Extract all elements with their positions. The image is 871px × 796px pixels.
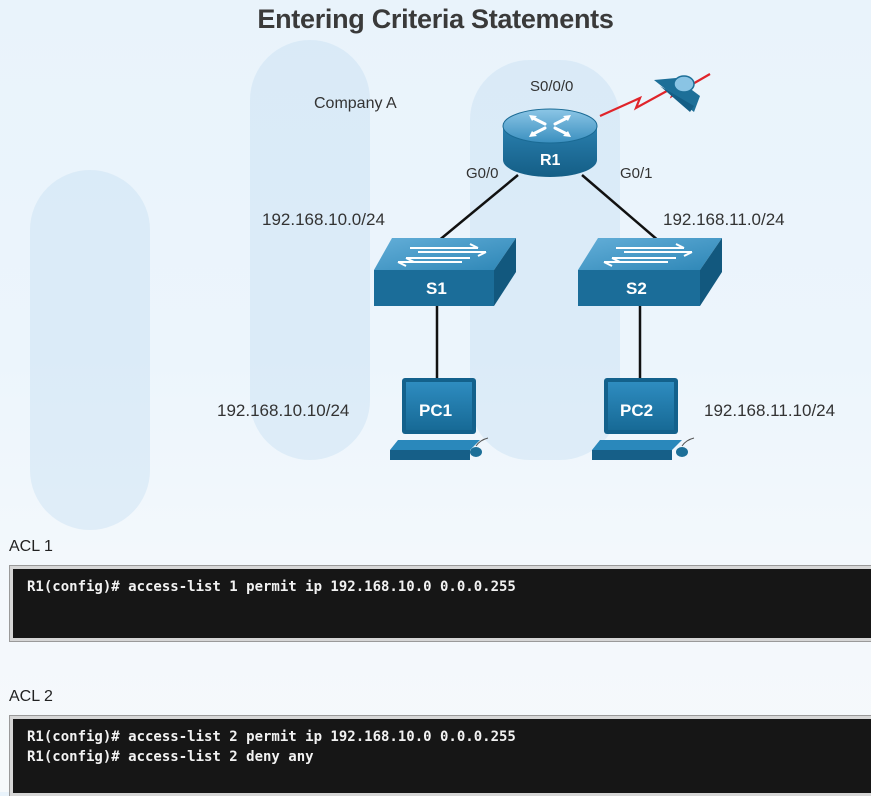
page-title: Entering Criteria Statements <box>257 4 614 34</box>
s1-network-label: 192.168.10.0/24 <box>262 210 385 229</box>
background-shape <box>250 40 370 460</box>
serial-interface-label: S0/0/0 <box>530 78 574 95</box>
switch-s1-name-label: S1 <box>426 279 447 298</box>
router-name-label: R1 <box>540 152 561 169</box>
s2-network-label: 192.168.11.0/24 <box>663 210 785 229</box>
acl1-label: ACL 1 <box>9 538 53 555</box>
company-label: Company A <box>314 95 397 112</box>
pc1-address-label: 192.168.10.10/24 <box>217 401 350 420</box>
acl1-terminal: R1(config)# access-list 1 permit ip 192.… <box>10 566 871 641</box>
background-shape <box>30 170 150 530</box>
pc1-name-label: PC1 <box>419 401 453 420</box>
link-r1-s1 <box>436 174 519 243</box>
acl2-terminal: R1(config)# access-list 2 permit ip 192.… <box>10 716 871 796</box>
pc2-name-label: PC2 <box>620 401 654 420</box>
right-interface-label: G0/1 <box>620 165 653 182</box>
wan-cloud-icon <box>654 75 700 112</box>
acl2-command-line: R1(config)# access-list 2 deny any <box>27 749 314 765</box>
pc1-icon <box>390 378 489 460</box>
acl2-command-line: R1(config)# access-list 2 permit ip 192.… <box>27 729 516 745</box>
switch-s2-icon <box>578 238 722 306</box>
acl1-command-line: R1(config)# access-list 1 permit ip 192.… <box>27 579 516 595</box>
pc2-icon <box>592 378 695 460</box>
left-interface-label: G0/0 <box>466 165 499 182</box>
link-r1-s2 <box>581 174 661 243</box>
pc2-address-label: 192.168.11.10/24 <box>704 401 836 420</box>
router-r1-icon <box>502 108 598 177</box>
switch-s2-name-label: S2 <box>626 279 647 298</box>
acl2-label: ACL 2 <box>9 688 53 705</box>
switch-s1-icon <box>374 238 516 306</box>
network-topology <box>374 73 722 460</box>
